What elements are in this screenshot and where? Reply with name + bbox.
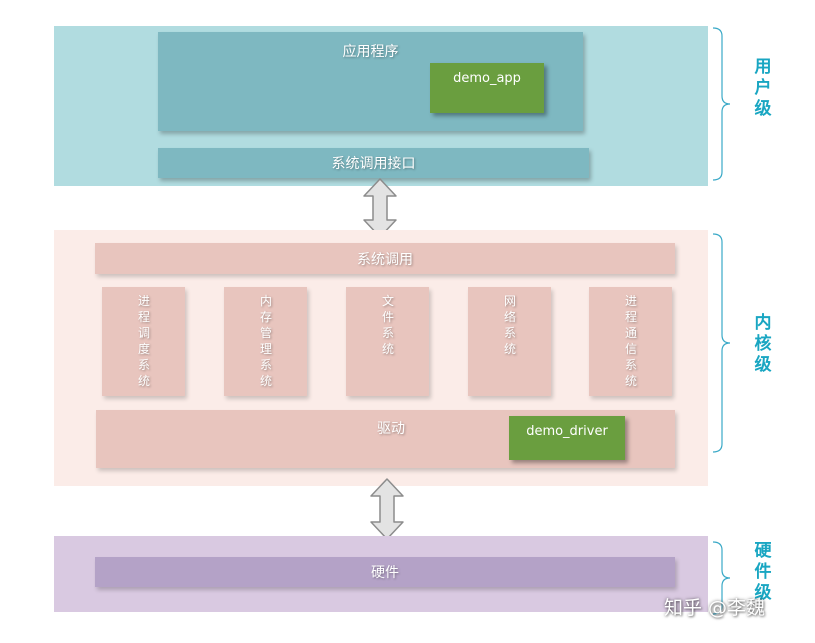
file-system-box: 文件系统 [346,287,429,396]
subsystem-label: 内存管理系统 [259,294,272,388]
kernel-level-brace-icon [712,233,731,453]
syscall-label: 系统调用 [357,251,413,268]
driver-label: 驱动 [377,421,405,437]
hardware-label: 硬件 [371,565,399,581]
application-label: 应用程序 [342,44,399,60]
network-system-box: 网络系统 [468,287,551,396]
demo-app-box: demo_app [430,63,544,113]
subsystem-label: 进程调度系统 [137,294,150,388]
process-scheduling-box: 进程调度系统 [102,287,185,396]
syscall-box: 系统调用 [95,243,675,274]
double-arrow-icon [363,178,397,238]
hardware-level-label: 硬件级 [754,541,772,603]
user-level-label: 用户级 [754,57,772,119]
ipc-system-box: 进程通信系统 [589,287,672,396]
double-arrow-icon [370,478,404,540]
user-level-brace-icon [712,27,731,181]
subsystem-label: 网络系统 [503,294,516,356]
kernel-level-label: 内核级 [754,313,772,375]
syscall-interface-box: 系统调用接口 [158,148,589,178]
syscall-interface-label: 系统调用接口 [331,156,416,172]
watermark-text: 知乎 @李魏 [664,597,766,619]
memory-management-box: 内存管理系统 [224,287,307,396]
subsystem-label: 进程通信系统 [624,294,637,388]
demo-driver-box: demo_driver [509,416,625,460]
hardware-box: 硬件 [95,557,675,587]
hardware-level-brace-icon [712,541,731,615]
subsystem-label: 文件系统 [381,294,394,356]
